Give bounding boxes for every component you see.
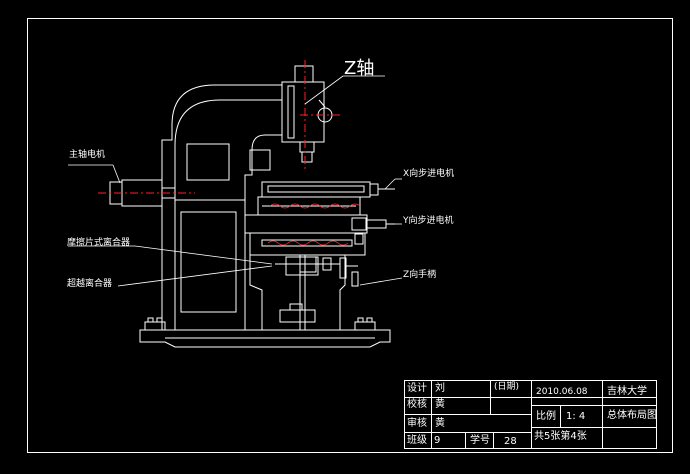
title-block [404,380,657,449]
check-label: 校核 [407,399,427,410]
scale-label: 比例 [536,411,556,422]
number-label: 学号 [470,435,490,446]
z-axis-label: Z轴 [344,58,375,79]
class-value: 9 [434,435,441,446]
design-name: 刘 [435,383,445,394]
number-value: 28 [504,436,517,447]
school-name: 吉林大学 [607,386,647,397]
column-door [180,211,237,313]
tooth-clutch-label: 超越离合器 [67,279,113,289]
class-label: 班级 [407,435,427,446]
scale-value: 1: 4 [566,411,586,422]
review-label: 审核 [407,418,427,429]
x-screw-spring [269,203,361,209]
design-label: 设计 [407,383,427,394]
z-handwheel-label: Z向手柄 [403,270,437,280]
y-motor-label: Y向步进电机 [403,216,454,226]
spindle-centerlines [300,60,340,170]
x-table [257,181,395,216]
spindle-motor-label: 主轴电机 [69,150,106,160]
machine-column [161,84,282,330]
date-label: (日期) [494,382,520,392]
y-screw-spring [267,240,349,246]
leader-lines [68,75,403,287]
date-value: 2010.06.08 [536,387,588,397]
sheet-count: 共5张第4张 [534,431,587,442]
check-name: 黄 [435,399,445,410]
drawing-frame [27,18,673,453]
column-window-top [186,143,230,181]
spindle-head [281,65,333,163]
knee [249,254,359,331]
machine-base [139,317,391,348]
review-name: 黄 [435,418,445,429]
friction-clutch-label: 摩擦片式离合器 [67,238,131,248]
x-motor-label: X向步进电机 [403,169,455,179]
y-table [244,214,395,256]
drawing-title: 总体布局图 [607,410,657,421]
